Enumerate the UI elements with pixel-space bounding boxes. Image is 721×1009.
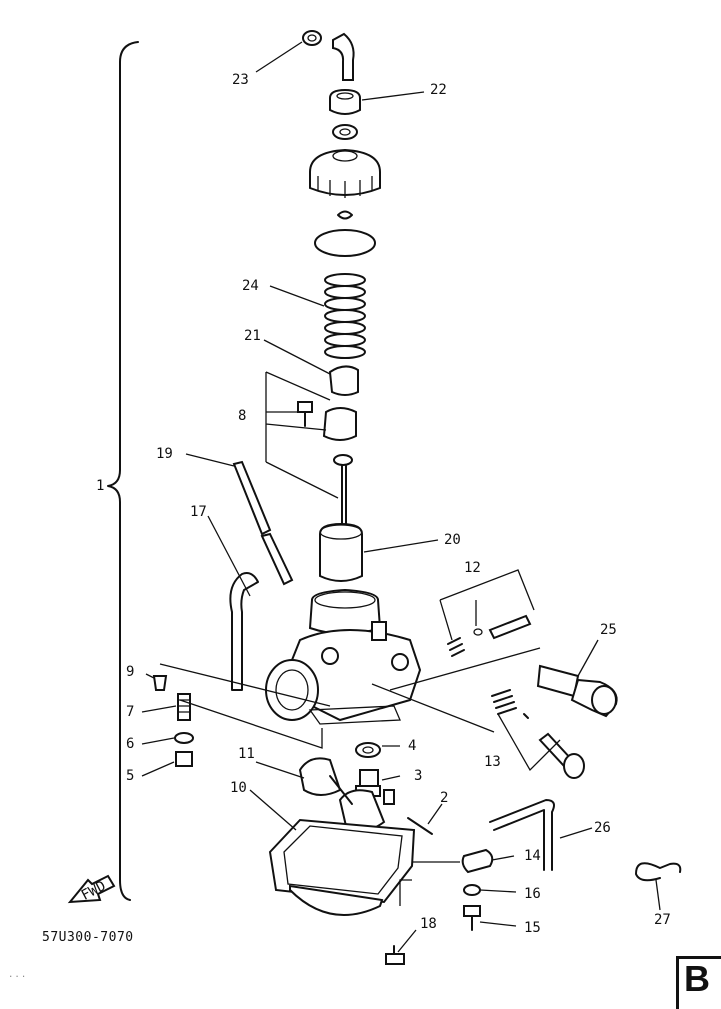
part-12-pilot-screw-set <box>439 569 535 657</box>
callout-13: 13 <box>484 754 501 770</box>
parts-5-to-9-jets <box>152 663 331 767</box>
part-13-throttle-stop-screw <box>491 689 585 779</box>
part-26-overflow-tube <box>489 799 555 871</box>
callout-19: 19 <box>156 446 173 462</box>
callout-12: 12 <box>464 560 481 576</box>
callout-2: 2 <box>440 790 448 806</box>
part-23-elbow-fitting <box>302 30 355 81</box>
section-letter: B <box>684 958 710 999</box>
callout-24: 24 <box>242 278 259 294</box>
callout-20: 20 <box>444 532 461 548</box>
callout-27: 27 <box>654 912 671 928</box>
leader-lines <box>141 41 661 953</box>
part-11-float <box>298 757 386 833</box>
faint-footnote: ... <box>8 970 28 980</box>
drawing-code: 57U300-7070 <box>42 930 134 945</box>
o-ring <box>314 229 376 257</box>
part-24-spring <box>324 273 366 359</box>
callout-7: 7 <box>126 704 134 720</box>
callout-26: 26 <box>594 820 611 836</box>
callout-23: 23 <box>232 72 249 88</box>
part-22-cap <box>329 88 361 115</box>
part-20-throttle-valve <box>319 522 363 582</box>
callout-9: 9 <box>126 664 134 680</box>
callout-labels: 23 22 24 21 8 19 1 17 20 12 25 9 7 6 5 4… <box>96 72 671 936</box>
callout-17: 17 <box>190 504 207 520</box>
callout-15: 15 <box>524 920 541 936</box>
callout-14: 14 <box>524 848 541 864</box>
callout-22: 22 <box>430 82 447 98</box>
callout-25: 25 <box>600 622 617 638</box>
callout-1: 1 <box>96 478 104 494</box>
callout-3: 3 <box>414 768 422 784</box>
callout-18: 18 <box>420 916 437 932</box>
part-10-float-bowl <box>268 818 416 916</box>
callout-11: 11 <box>238 746 255 762</box>
top-clip <box>337 210 353 220</box>
parts-14-15-16-plate-screw <box>399 848 494 931</box>
part-2-float-pin <box>407 817 433 835</box>
callout-16: 16 <box>524 886 541 902</box>
callout-6: 6 <box>126 736 134 752</box>
part-18-drain-screw <box>385 945 405 965</box>
callout-5: 5 <box>126 768 134 784</box>
part-27-clip <box>635 862 682 882</box>
section-marker-box <box>676 956 721 1009</box>
assembly-bracket <box>107 41 139 901</box>
part-4-washer <box>355 742 381 758</box>
fwd-arrow-icon: FWD <box>67 874 116 904</box>
cap-washer <box>332 124 358 140</box>
part-8-needle-assembly <box>265 371 357 533</box>
callout-8: 8 <box>238 408 246 424</box>
callout-4: 4 <box>408 738 416 754</box>
mixing-chamber-top <box>309 148 381 198</box>
part-19-tube <box>232 460 294 586</box>
callout-10: 10 <box>230 780 247 796</box>
callout-21: 21 <box>244 328 261 344</box>
part-25-starter-plunger <box>536 664 618 718</box>
part-17-vent-tube <box>229 572 259 691</box>
carburetor-body <box>265 588 541 733</box>
part-21-retainer <box>328 365 359 396</box>
